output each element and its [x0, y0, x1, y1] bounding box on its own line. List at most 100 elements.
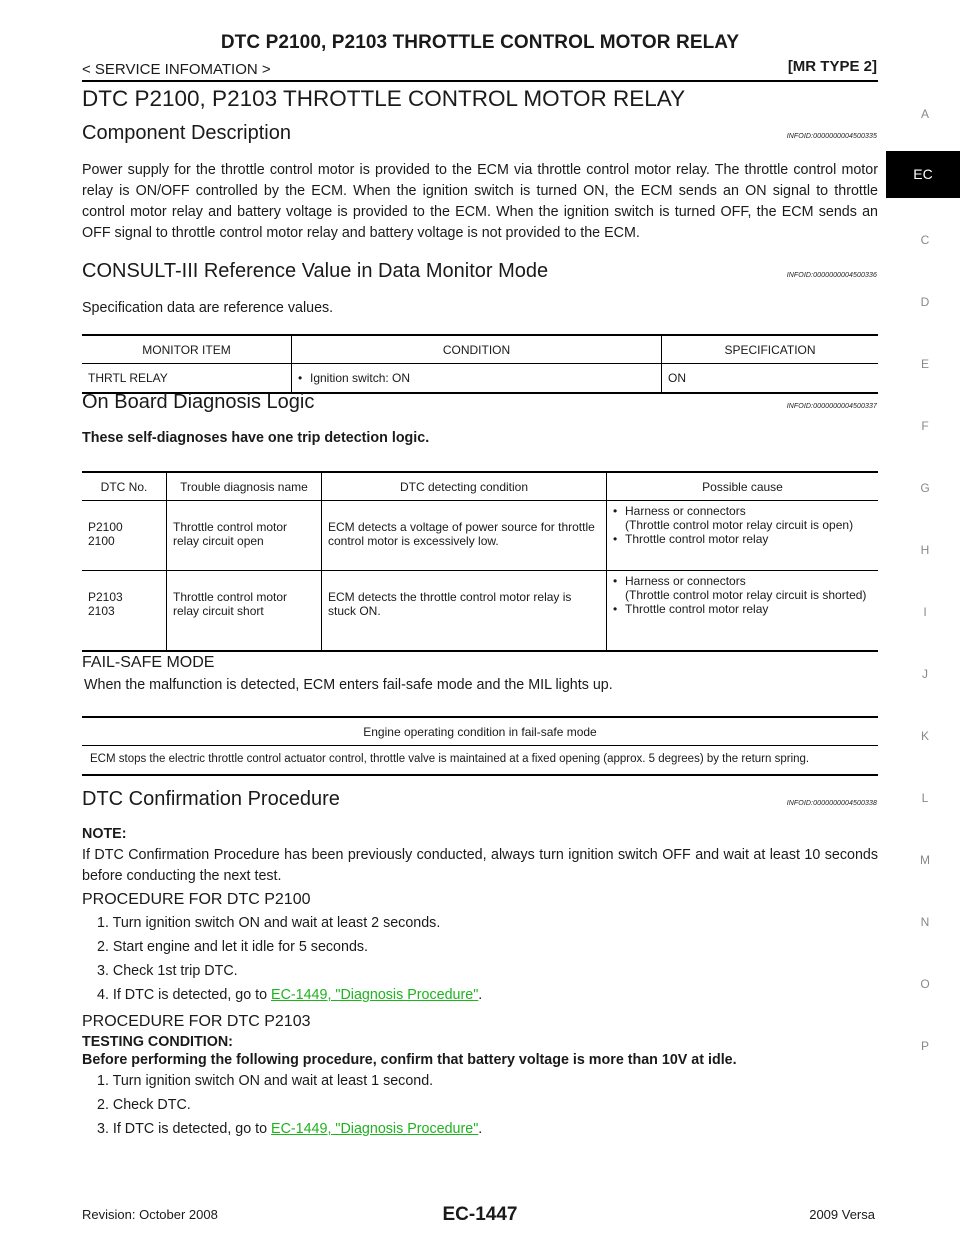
header-section-label: < SERVICE INFOMATION > — [82, 61, 271, 78]
testing-condition-label: TESTING CONDITION: — [82, 1034, 233, 1050]
obd-text: These self-diagnoses have one trip detec… — [82, 430, 430, 446]
step-text: 4. If DTC is detected, go to — [97, 987, 272, 1003]
dtc-code-short: 2100 — [88, 534, 115, 548]
step-suffix: . — [478, 987, 483, 1003]
cause-text: Harness or connectors — [625, 574, 746, 588]
list-item: 1. Turn ignition switch ON and wait at l… — [97, 1073, 434, 1089]
table-row: ECM stops the electric throttle control … — [82, 746, 878, 776]
cell-detecting-condition: ECM detects the throttle control motor r… — [321, 570, 607, 651]
cell-specification: ON — [668, 371, 686, 385]
consult-infoid: INFOID:0000000004500336 — [786, 272, 877, 279]
testing-condition-text: Before performing the following procedur… — [82, 1052, 737, 1068]
side-tab-l[interactable]: L — [921, 791, 929, 805]
side-tab-p[interactable]: P — [920, 1039, 929, 1053]
obd-infoid: INFOID:0000000004500337 — [786, 403, 877, 410]
side-tab-i[interactable]: I — [923, 605, 927, 619]
list-item: 3. Check 1st trip DTC. — [97, 963, 238, 979]
footer-model: 2009 Versa — [809, 1207, 875, 1222]
component-description-heading: Component Description — [82, 122, 291, 144]
list-item: 1. Turn ignition switch ON and wait at l… — [97, 915, 441, 931]
col-specification: SPECIFICATION — [724, 343, 816, 357]
footer-revision: Revision: October 2008 — [82, 1207, 218, 1222]
cell-failsafe-text: ECM stops the electric throttle control … — [90, 753, 810, 765]
side-tab-g[interactable]: G — [920, 481, 930, 495]
cause-detail: (Throttle control motor relay circuit is… — [625, 518, 854, 532]
col-monitor-item: MONITOR ITEM — [82, 335, 292, 364]
col-failsafe-condition: Engine operating condition in fail-safe … — [363, 725, 597, 739]
diagnosis-procedure-link[interactable]: EC-1449, "Diagnosis Procedure" — [271, 987, 479, 1003]
side-tab-n[interactable]: N — [920, 915, 930, 929]
cause-detail: (Throttle control motor relay circuit is… — [625, 588, 867, 602]
side-tab-ec-active[interactable]: EC — [886, 151, 960, 198]
diagnosis-procedure-link[interactable]: EC-1449, "Diagnosis Procedure" — [271, 1121, 479, 1137]
cell-dtc: P2100 2100 — [82, 500, 167, 571]
data-monitor-table: MONITOR ITEM CONDITION SPECIFICATION THR… — [82, 334, 878, 394]
dtc-code: P2103 — [88, 590, 123, 604]
dtc-code: P2100 — [88, 520, 123, 534]
cell-possible-cause: Harness or connectors(Throttle control m… — [607, 571, 879, 651]
running-header-title: DTC P2100, P2103 THROTTLE CONTROL MOTOR … — [220, 32, 740, 53]
list-item: 2. Start engine and let it idle for 5 se… — [97, 939, 369, 955]
side-tab-d[interactable]: D — [920, 295, 930, 309]
p2100-steps: 1. Turn ignition switch ON and wait at l… — [97, 915, 482, 1011]
list-item: 3. If DTC is detected, go to EC-1449, "D… — [97, 1121, 482, 1145]
cell-condition: Ignition switch: ON — [291, 363, 662, 393]
obd-logic-table: DTC No. Trouble diagnosis name DTC detec… — [82, 471, 878, 652]
component-infoid: INFOID:0000000004500335 — [786, 133, 877, 140]
col-dtc-no: DTC No. — [82, 472, 167, 501]
side-tab-j[interactable]: J — [922, 667, 928, 681]
consult-heading: CONSULT-III Reference Value in Data Moni… — [82, 260, 549, 282]
side-tab-m[interactable]: M — [920, 853, 930, 867]
cell-dtc: P2103 2103 — [82, 570, 167, 651]
footer-page-number: EC-1447 — [442, 1204, 518, 1225]
table-row: P2103 2103 Throttle control motor relay … — [82, 570, 879, 651]
col-trouble-name: Trouble diagnosis name — [166, 472, 322, 501]
side-tab-o[interactable]: O — [920, 977, 930, 991]
table-row: THRTL RELAY Ignition switch: ON ON — [82, 363, 878, 393]
cause-item: Throttle control motor relay — [613, 532, 872, 546]
cell-possible-cause: Harness or connectors(Throttle control m… — [607, 501, 879, 571]
header-rule — [82, 80, 878, 82]
step-suffix: . — [478, 1121, 483, 1137]
failsafe-text: When the malfunction is detected, ECM en… — [84, 677, 613, 693]
trouble-name-line: Throttle control motor — [173, 590, 288, 604]
table-header-row: Engine operating condition in fail-safe … — [82, 717, 878, 746]
confirmation-infoid: INFOID:0000000004500338 — [786, 800, 877, 807]
confirmation-heading: DTC Confirmation Procedure — [82, 788, 340, 810]
side-tab-e[interactable]: E — [920, 357, 929, 371]
dtc-code-short: 2103 — [88, 604, 115, 618]
side-tab-a[interactable]: A — [920, 107, 929, 121]
obd-heading: On Board Diagnosis Logic — [82, 391, 315, 413]
table-header-row: DTC No. Trouble diagnosis name DTC detec… — [82, 472, 878, 501]
side-tab-k[interactable]: K — [920, 729, 929, 743]
consult-text: Specification data are reference values. — [82, 300, 334, 316]
cell-trouble-name: Throttle control motor relay circuit ope… — [166, 500, 322, 571]
note-label: NOTE: — [82, 826, 127, 842]
trouble-name-line: Throttle control motor — [173, 520, 288, 534]
trouble-name-line: relay circuit short — [173, 604, 264, 618]
table-header-row: MONITOR ITEM CONDITION SPECIFICATION — [82, 335, 878, 364]
cause-item: Harness or connectors(Throttle control m… — [613, 574, 872, 602]
note-text: If DTC Confirmation Procedure has been p… — [82, 847, 878, 884]
side-tab-h[interactable]: H — [920, 543, 930, 557]
list-item: 4. If DTC is detected, go to EC-1449, "D… — [97, 987, 482, 1011]
cause-item: Throttle control motor relay — [613, 602, 872, 616]
col-detecting-condition: DTC detecting condition — [321, 472, 607, 501]
side-tab-f[interactable]: F — [921, 419, 929, 433]
p2103-heading: PROCEDURE FOR DTC P2103 — [82, 1013, 311, 1030]
step-text: 3. If DTC is detected, go to — [97, 1121, 272, 1137]
col-possible-cause: Possible cause — [702, 480, 783, 494]
failsafe-table: Engine operating condition in fail-safe … — [82, 716, 878, 776]
component-description-text: Power supply for the throttle control mo… — [82, 162, 878, 241]
failsafe-heading: FAIL-SAFE MODE — [82, 654, 215, 671]
list-item: 2. Check DTC. — [97, 1097, 191, 1113]
p2100-heading: PROCEDURE FOR DTC P2100 — [82, 891, 311, 908]
trouble-name-line: relay circuit open — [173, 534, 264, 548]
side-tab-c[interactable]: C — [920, 233, 930, 247]
header-engine-type: [MR TYPE 2] — [787, 58, 877, 75]
cell-detecting-condition: ECM detects a voltage of power source fo… — [321, 500, 607, 571]
col-condition: CONDITION — [291, 335, 662, 364]
condition-bullet: Ignition switch: ON — [298, 371, 655, 385]
cell-trouble-name: Throttle control motor relay circuit sho… — [166, 570, 322, 651]
cause-text: Harness or connectors — [625, 504, 746, 518]
